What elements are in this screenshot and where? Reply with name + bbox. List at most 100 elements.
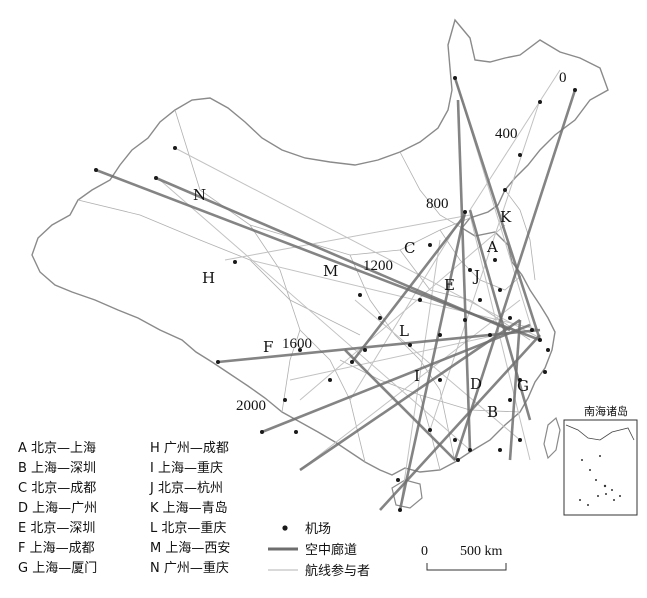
corridor-line — [453, 77, 542, 341]
corridor-line — [344, 349, 456, 461]
airport-dot — [463, 318, 467, 322]
airport-dot — [573, 88, 577, 92]
airport-dot — [94, 168, 98, 172]
route-letter-b: B — [487, 403, 498, 421]
participant-route-line — [349, 211, 466, 401]
country-boundary — [31, 18, 609, 476]
airport-dot — [428, 428, 432, 432]
corridor-line — [155, 176, 511, 332]
airport-dot — [154, 176, 158, 180]
airport-dot — [453, 76, 457, 80]
route-letter-l: L — [399, 322, 409, 340]
route-letter-c: C — [404, 239, 415, 257]
distance-mark-1200: 1200 — [363, 258, 393, 274]
legend-route-g: G 上海—厦门 — [18, 561, 97, 576]
airport-dot — [498, 288, 502, 292]
airport-dot — [428, 243, 432, 247]
legend-route-b: B 上海—深圳 — [18, 461, 96, 476]
participant-route-line — [224, 214, 471, 261]
airport-dot — [298, 348, 302, 352]
airports — [94, 76, 577, 512]
participant-route-line — [469, 69, 561, 211]
route-letter-n: N — [193, 186, 206, 204]
airport-dot — [408, 343, 412, 347]
hainan-island-boundary — [391, 479, 423, 509]
route-letter-g: G — [517, 377, 529, 395]
route-letter-j: J — [472, 267, 480, 285]
airport-dot — [508, 398, 512, 402]
legend-route-e: E 北京—深圳 — [18, 521, 95, 536]
corridor-line — [217, 328, 541, 364]
airport-dot — [216, 360, 220, 364]
legend-airport-label: 机场 — [305, 522, 331, 537]
route-letter-e: E — [444, 276, 455, 294]
legend-route-l: L 北京—重庆 — [150, 520, 226, 536]
participant-route-line — [249, 259, 541, 331]
corridor-line — [453, 89, 577, 461]
airport-dot — [173, 146, 177, 150]
airport-dot — [260, 430, 264, 434]
route-letter-i: I — [414, 367, 420, 385]
legend-route-c: C 北京—成都 — [18, 481, 96, 496]
legend-route-d: D 上海—广州 — [18, 501, 97, 516]
participant-route-line — [399, 239, 441, 511]
airport-dot — [463, 210, 467, 214]
airport-dot — [508, 316, 512, 320]
route-letter-labels: A B C D E F G H I J K L M N — [193, 186, 529, 421]
airport-dot — [538, 338, 542, 342]
route-letter-f: F — [263, 338, 273, 356]
airport-dot — [358, 293, 362, 297]
participant-route-line — [159, 179, 471, 451]
airport-dot — [530, 328, 534, 332]
airport-dot — [468, 448, 472, 452]
inset-islands — [579, 455, 621, 506]
airport-dot — [233, 260, 237, 264]
route-letter-k: K — [500, 208, 512, 226]
airport-dot — [456, 458, 460, 462]
legend-route-m: M 上海—西安 — [150, 541, 230, 556]
distance-mark-1600: 1600 — [282, 336, 312, 352]
airport-dot — [503, 188, 507, 192]
scale-zero: 0 — [421, 544, 428, 559]
route-letter-d: D — [470, 375, 482, 393]
airport-dot — [518, 153, 522, 157]
airport-dot — [283, 398, 287, 402]
corridor-line — [468, 209, 532, 421]
airport-dot — [498, 448, 502, 452]
participant-route-line — [174, 147, 541, 339]
distance-mark-2000: 2000 — [236, 398, 266, 414]
distance-marks: 0 400 800 1200 1600 2000 — [236, 70, 567, 414]
airport-dot — [518, 378, 522, 382]
legend-participant-label: 航线参与者 — [305, 563, 370, 579]
corridor-line — [379, 334, 541, 511]
distance-mark-800: 800 — [426, 196, 449, 212]
participant-routes — [159, 69, 561, 511]
participant-route-line — [299, 224, 506, 401]
participant-route-line — [299, 299, 521, 471]
legend-route-f: F 上海—成都 — [18, 541, 95, 556]
distance-mark-0: 0 — [559, 70, 567, 86]
legend-corridor-label: 空中廊道 — [305, 542, 357, 558]
airport-dot — [488, 333, 492, 337]
airport-symbol — [282, 525, 288, 531]
inset-coastline — [565, 424, 635, 441]
airport-dot — [396, 478, 400, 482]
route-letter-a: A — [486, 238, 498, 256]
inset-title: 南海诸岛 — [584, 404, 628, 418]
legend-route-k: K 上海—青岛 — [150, 500, 228, 516]
airport-dot — [468, 268, 472, 272]
symbol-legend: 机场 空中廊道 航线参与者 — [268, 522, 370, 579]
corridor-line — [398, 211, 467, 511]
airport-dot — [478, 298, 482, 302]
scale-line — [426, 563, 507, 571]
airport-dot — [438, 333, 442, 337]
airport-dot — [294, 430, 298, 434]
corridor-line — [456, 99, 472, 451]
airport-dot — [328, 378, 332, 382]
scale-bar: 0 500 km — [421, 544, 507, 571]
corridor-line — [350, 214, 467, 363]
airport-dot — [438, 378, 442, 382]
airport-dot — [538, 100, 542, 104]
corridor-line — [508, 319, 522, 461]
